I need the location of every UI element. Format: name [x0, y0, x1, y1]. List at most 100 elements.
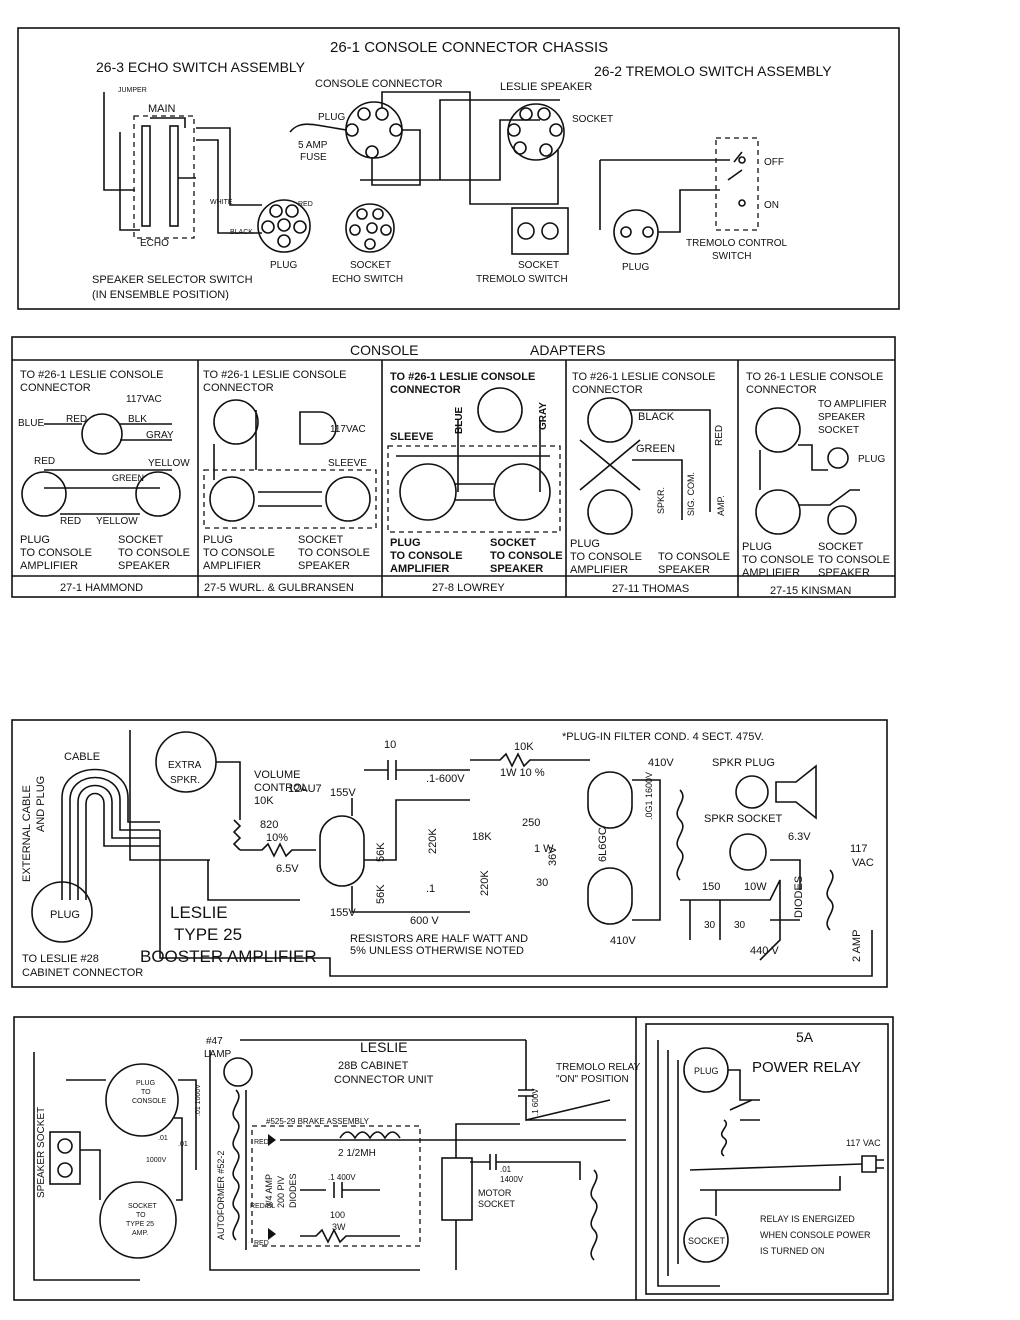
spkr-plug-label: SPKR PLUG — [712, 757, 775, 769]
wurl-right-3: SPEAKER — [298, 560, 350, 572]
kinsman-right-1: SOCKET — [818, 541, 864, 553]
speaker-plug — [735, 775, 769, 809]
c1600-label: .0G1 1600V — [644, 772, 654, 820]
red-label-2: RED — [254, 1240, 269, 1247]
white-wire-label: WHITE — [210, 199, 233, 206]
kinsman-to-amp-1: TO AMPLIFIER — [818, 399, 887, 410]
plug-trem-label: PLUG — [622, 262, 649, 273]
c600-label: .1-600V — [426, 773, 465, 785]
panel1-title: 26-1 CONSOLE CONNECTOR CHASSIS — [330, 39, 608, 56]
r18-label: 18K — [472, 831, 492, 843]
kinsman-right-3: SPEAKER — [818, 567, 870, 579]
relay-socket — [683, 1217, 729, 1263]
hammond-gray: GRAY — [146, 430, 174, 441]
lowrey-blue: BLUE — [454, 406, 465, 434]
thomas-head-2: CONNECTOR — [572, 384, 643, 396]
r150-label: 150 — [702, 881, 720, 893]
plug-to-console — [105, 1063, 179, 1137]
resistor-note: RESISTORS ARE HALF WATT AND — [350, 933, 528, 945]
c30-label: 30 — [536, 877, 548, 889]
spkr-socket-label: SPKR SOCKET — [704, 813, 783, 825]
tube-6l6gc-upper — [587, 771, 633, 829]
wurl-vac: 117VAC — [330, 424, 366, 435]
socket-to-amp — [99, 1181, 177, 1259]
lowrey-head: TO #26-1 LESLIE CONSOLE — [390, 371, 535, 383]
hammond-left-1: PLUG — [20, 534, 50, 546]
thomas-amp: AMP. — [716, 495, 726, 516]
filter-cond-note: *PLUG-IN FILTER COND. 4 SECT. 475V. — [562, 731, 764, 743]
socket-amp-label-2: TO — [136, 1212, 146, 1219]
fuse-label-1: 5 AMP — [298, 140, 328, 151]
lowrey-sleeve: SLEEVE — [390, 431, 433, 443]
hammond-green: GREEN — [112, 473, 144, 483]
wurl-left-3: AMPLIFIER — [203, 560, 261, 572]
wurl-model: 27-5 WURL. & GULBRANSEN — [204, 582, 354, 594]
lowrey-left-2: TO CONSOLE — [390, 550, 463, 562]
c600-label: .1 600V — [531, 1088, 540, 1116]
wurl-head: TO #26-1 LESLIE CONSOLE — [203, 369, 346, 381]
b155-label-2: 155V — [330, 907, 356, 919]
trem-relay-label: TREMOLO RELAY — [556, 1062, 641, 1073]
cable-label: CABLE — [64, 751, 100, 763]
diodes-label: DIODES — [793, 876, 805, 918]
lowrey-left-3: AMPLIFIER — [390, 563, 449, 575]
panel-console-connector-chassis: 26-1 CONSOLE CONNECTOR CHASSIS 26-3 ECHO… — [17, 27, 900, 310]
plug-label: PLUG — [50, 909, 80, 921]
r820-tol: 10% — [266, 832, 288, 844]
r250-label: 250 — [522, 817, 540, 829]
volume-label-2: CONTROL — [254, 782, 308, 794]
red-label: RED — [254, 1139, 269, 1146]
thomas-left-2: TO CONSOLE — [570, 551, 642, 563]
heater-label: 6.5V — [276, 863, 299, 875]
hammond-blue: BLUE — [18, 418, 44, 429]
echo-plug-label: PLUG — [270, 260, 297, 271]
vac117-label-2: VAC — [852, 857, 874, 869]
thomas-black: BLACK — [638, 411, 675, 423]
thomas-green: GREEN — [636, 443, 675, 455]
thomas-left-3: AMPLIFIER — [570, 564, 628, 576]
brake-label: #525-29 BRAKE ASSEMBLY — [266, 1117, 370, 1126]
leslie-speaker-socket — [507, 103, 565, 161]
volume-label-3: 10K — [254, 795, 274, 807]
b155-label: 155V — [330, 787, 356, 799]
diodes-amp-label: 3/4 AMP — [264, 1174, 274, 1208]
power-plug-icon — [861, 1155, 877, 1173]
jumper-label: JUMPER — [118, 87, 147, 94]
black-wire-label: BLACK — [230, 229, 253, 236]
off-label: OFF — [764, 157, 784, 168]
adapter-lowrey: TO #26-1 LESLIE CONSOLE CONNECTOR SLEEVE… — [387, 371, 563, 594]
resistor-note-2: 5% UNLESS OTHERWISE NOTED — [350, 945, 524, 957]
socket-trem-label: SOCKET — [518, 260, 559, 271]
thomas-head: TO #26-1 LESLIE CONSOLE — [572, 371, 715, 383]
lowrey-head-2: CONNECTOR — [390, 384, 461, 396]
relay-title-5a: 5A — [796, 1029, 814, 1045]
output-transformer — [676, 789, 684, 881]
tube-6l6gc-lower — [587, 867, 633, 925]
kinsman-left-1: PLUG — [742, 541, 772, 553]
r220-label: 220K — [427, 828, 439, 854]
external-plug-label: AND PLUG — [35, 776, 47, 832]
hammond-right-1: SOCKET — [118, 534, 164, 546]
c01-label: .1 — [426, 883, 435, 895]
speaker-icon — [775, 764, 817, 820]
v63-label: 6.3V — [788, 831, 811, 843]
speaker-socket-label: SPEAKER SOCKET — [36, 1107, 47, 1198]
cabinet-plug — [31, 881, 93, 943]
title-type: TYPE 25 — [174, 925, 242, 944]
thomas-sig-com: SIG. COM. — [686, 472, 696, 516]
tremolo-switch-socket — [511, 207, 569, 255]
lowrey-model: 27-8 LOWREY — [432, 582, 505, 594]
v410-label: 410V — [648, 757, 674, 769]
hammond-model: 27-1 HAMMOND — [60, 582, 143, 594]
trem-relay-label-2: "ON" POSITION — [556, 1074, 629, 1085]
title-28b: 28B CABINET — [338, 1060, 409, 1072]
hammond-left-3: AMPLIFIER — [20, 560, 78, 572]
r56-label-2: 56K — [375, 884, 387, 904]
hammond-right-2: TO CONSOLE — [118, 547, 190, 559]
plug-console-label-3: CONSOLE — [132, 1098, 167, 1105]
r10k-watt-label: 1W 10 % — [500, 767, 545, 779]
speaker-socket — [729, 833, 767, 871]
motor-socket — [441, 1157, 473, 1221]
console-connector-label: CONSOLE CONNECTOR — [315, 78, 443, 90]
kinsman-to-amp-2: SPEAKER — [818, 412, 865, 423]
